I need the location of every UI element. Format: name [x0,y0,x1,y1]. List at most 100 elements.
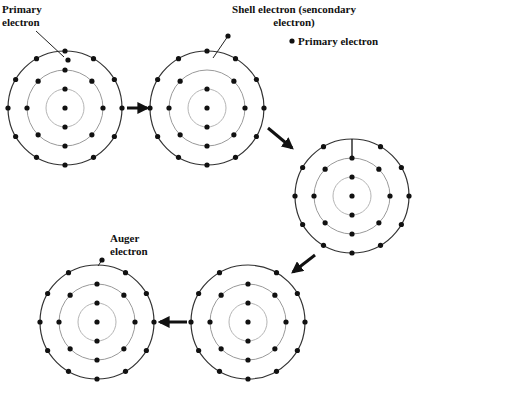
inner-shell [229,303,267,341]
electron-dot [254,134,259,139]
electron-dot [274,369,279,374]
electron-dot [155,134,160,139]
middle-shell [27,70,103,146]
electron-dot [233,155,238,160]
electron-dot [91,56,96,61]
electron-dot [217,369,222,374]
outer-shell [8,51,122,165]
transition-line [351,139,352,158]
electron-dot [231,132,236,137]
leader-line [36,31,64,57]
electron-dot [89,132,94,137]
electron-dot [295,291,300,296]
electron-dot [112,77,117,82]
electron-dot [242,105,247,110]
electron-dot [62,86,67,91]
electron-dot [233,56,238,61]
electron-dot [399,165,404,170]
electron-dot [321,144,326,149]
electron-dot [166,105,171,110]
electron-dot [378,243,383,248]
electron-dot [68,346,73,351]
electron-dot [147,105,152,110]
electron-dot [62,162,67,167]
electron-dot [376,167,381,172]
electron-dot [219,293,224,298]
electron-dot [188,319,193,324]
step-arrow [160,321,187,324]
electron-dot [56,319,61,324]
electron-dot [349,250,354,255]
inner-shell [188,89,226,127]
electron-dot [300,165,305,170]
electron-dot [13,77,18,82]
outer-shell [191,265,305,379]
electron-dot [121,346,126,351]
electron-dot [121,293,126,298]
atom [292,139,411,256]
electron-dot [204,105,209,110]
electron-dot [204,143,209,148]
electron-dot [376,220,381,225]
electron-dot [295,348,300,353]
electron-dot [219,346,224,351]
free-electron [289,38,294,43]
inner-shell [333,177,371,215]
electron-dot [274,270,279,275]
electron-dot [24,105,29,110]
electron-dot [34,56,39,61]
inner-shell [46,89,84,127]
electron-dot [245,376,250,381]
electron-dot [321,243,326,248]
electron-dot [254,77,259,82]
electron-dot [94,300,99,305]
electron-dot [94,281,99,286]
electron-dot [5,105,10,110]
electron-dot [204,48,209,53]
electron-dot [62,124,67,129]
step-arrow [127,107,147,110]
electron-dot [62,105,67,110]
callout-label: Primary electron [2,3,64,29]
middle-shell [210,284,286,360]
electron-dot [45,348,50,353]
electron-dot [261,105,266,110]
electron-dot [283,319,288,324]
electron-dot [66,270,71,275]
middle-shell [169,70,245,146]
electron-dot [245,319,250,324]
electron-dot [196,291,201,296]
electron-dot [94,357,99,362]
free-electron [225,33,230,38]
electron-dot [178,132,183,137]
electron-dot [387,193,392,198]
electron-dot [349,155,354,160]
electron-dot [204,124,209,129]
electron-dot [151,319,156,324]
electron-dot [302,319,307,324]
callout-label: Auger electron [110,232,170,258]
electron-dot [144,291,149,296]
electron-dot [323,220,328,225]
outer-shell [150,51,264,165]
leader-line [213,36,228,58]
electron-dot [272,346,277,351]
electron-dot [112,134,117,139]
electron-dot [300,222,305,227]
atom [37,265,156,382]
electron-dot [323,167,328,172]
inner-shell [78,303,116,341]
outer-shell [40,265,154,379]
electron-dot [100,105,105,110]
electron-dot [399,222,404,227]
atom [5,48,124,167]
electron-dot [245,281,250,286]
electron-dot [119,105,124,110]
electron-dot [378,144,383,149]
electron-dot [62,143,67,148]
electron-dot [36,79,41,84]
electron-dot [45,291,50,296]
atom [147,48,266,167]
step-arrow [268,128,292,148]
